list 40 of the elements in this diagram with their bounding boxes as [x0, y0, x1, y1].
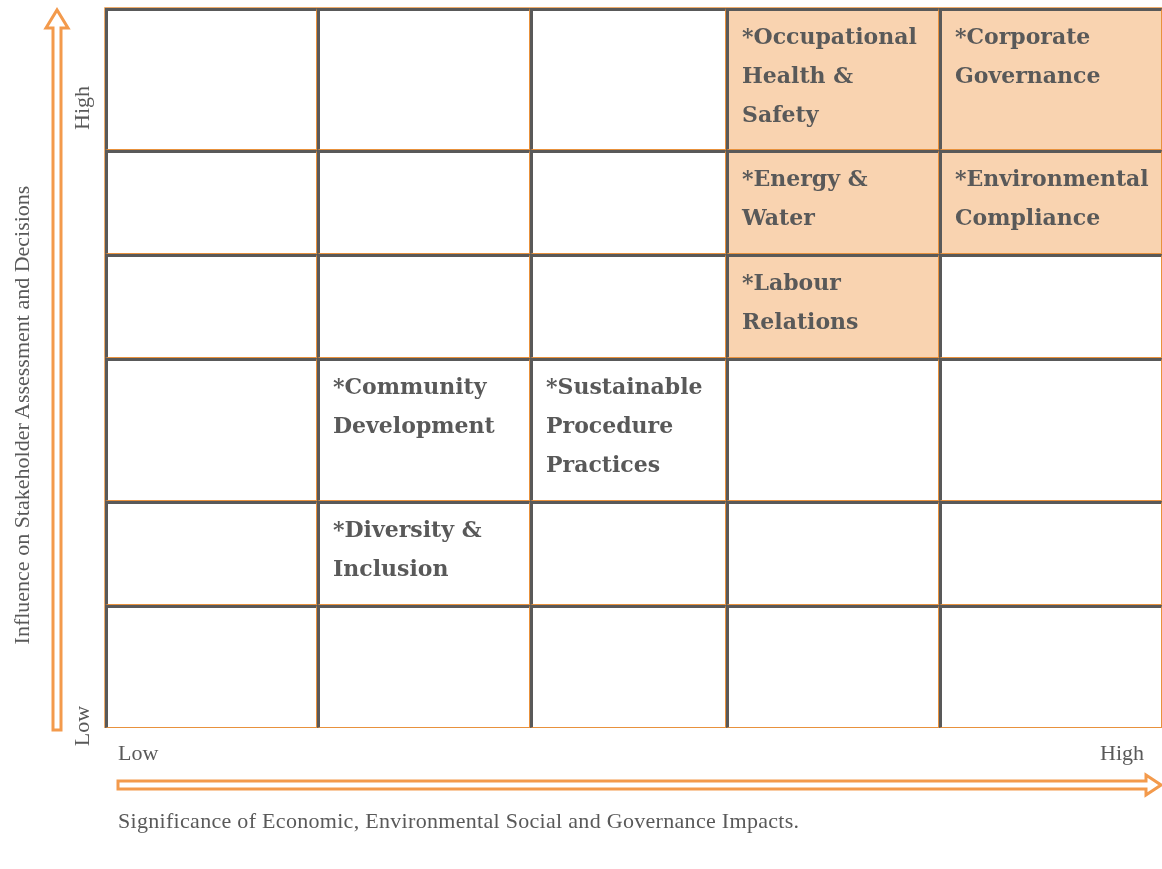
empty-cell	[726, 358, 939, 501]
empty-cell	[939, 605, 1162, 728]
empty-cell	[530, 605, 726, 728]
topic-label: *Diversity & Inclusion	[333, 515, 483, 583]
empty-cell	[105, 8, 317, 150]
topic-label: *Community Development	[333, 372, 496, 440]
topic-label: *Energy & Water	[742, 164, 869, 232]
topic-label: *Labour Relations	[742, 268, 860, 336]
topic-label: *Environmental Compliance	[955, 164, 1150, 232]
topic-cell	[317, 501, 530, 605]
empty-cell	[105, 150, 317, 254]
empty-cell	[939, 358, 1162, 501]
topic-label: *Occupational Health & Safety	[742, 22, 918, 129]
topic-cell	[726, 150, 939, 254]
empty-cell	[939, 501, 1162, 605]
empty-cell	[105, 501, 317, 605]
topic-label: *Corporate Governance	[955, 22, 1102, 90]
axis-label: Low	[69, 705, 95, 747]
topic-cell	[939, 150, 1162, 254]
empty-cell	[317, 150, 530, 254]
empty-cell	[317, 8, 530, 150]
topic-cell	[530, 358, 726, 501]
topic-cell	[939, 8, 1162, 150]
empty-cell	[726, 605, 939, 728]
topic-cell	[317, 358, 530, 501]
empty-cell	[105, 254, 317, 358]
empty-cell	[105, 358, 317, 501]
empty-cell	[105, 605, 317, 728]
empty-cell	[530, 501, 726, 605]
axis-label: High	[69, 86, 95, 130]
topic-cell	[726, 8, 939, 150]
axis-label: Low	[118, 740, 159, 766]
axis-label: High	[1100, 740, 1144, 766]
axis-title: Influence on Stakeholder Assessment and Decisions	[9, 185, 35, 645]
empty-cell	[317, 605, 530, 728]
topic-label: *Sustainable Procedure Practices	[546, 372, 704, 479]
topic-cell	[726, 254, 939, 358]
empty-cell	[726, 501, 939, 605]
empty-cell	[317, 254, 530, 358]
axis-title: Significance of Economic, Environmental Social and Governance Impacts.	[118, 807, 801, 835]
